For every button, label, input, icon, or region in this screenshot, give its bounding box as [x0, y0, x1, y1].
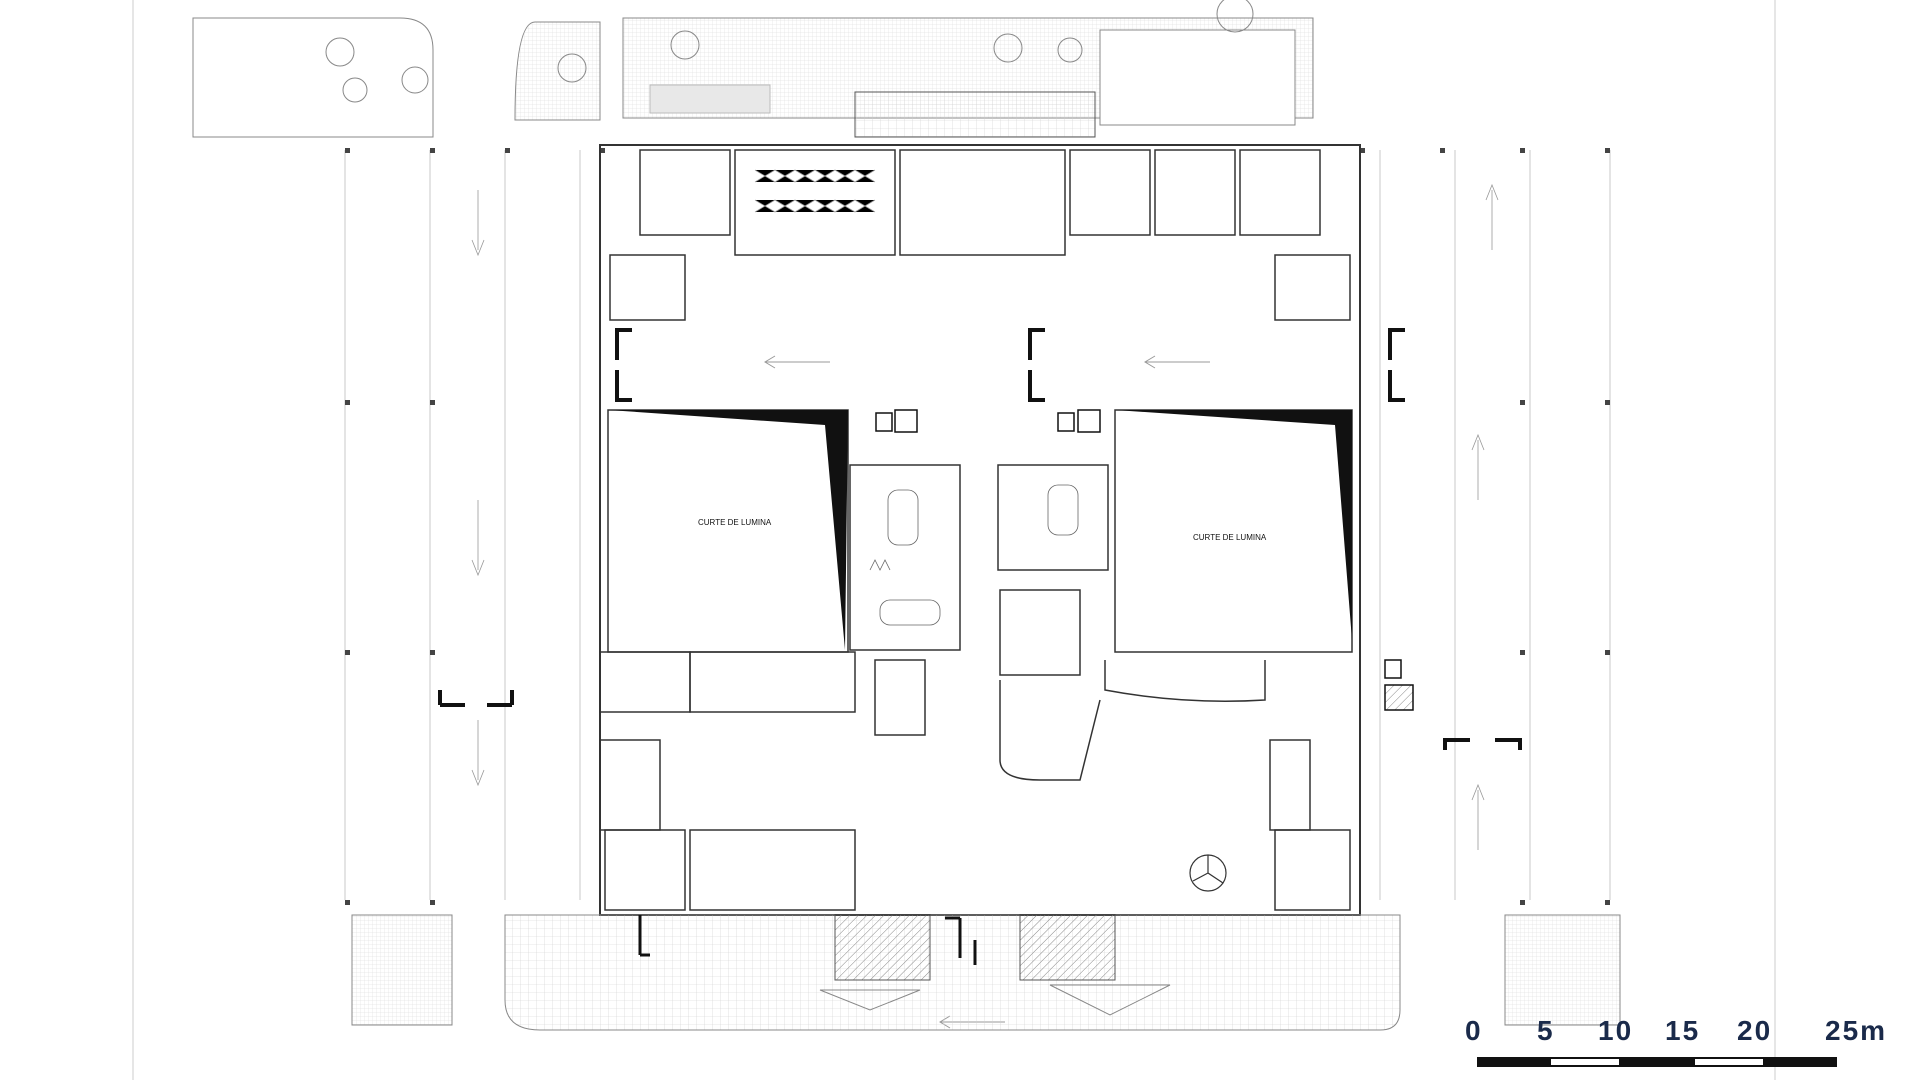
- scale-label-10: 10: [1598, 1015, 1634, 1046]
- parking-right: [1379, 150, 1611, 900]
- rotunda: [1189, 854, 1227, 892]
- scale-label-0: 0: [1465, 1015, 1483, 1046]
- structural-columns: [345, 148, 1610, 905]
- scale-label-20: 20: [1737, 1015, 1773, 1046]
- scale-label-25m: 25m: [1825, 1015, 1888, 1046]
- bottom-paving: [351, 914, 1621, 1031]
- top-landscape: [192, 0, 1314, 138]
- courtyard-right-label: CURTE DE LUMINA: [1193, 533, 1267, 542]
- parking-left: [344, 150, 581, 900]
- entry-brackets: [438, 328, 1522, 750]
- accessibility-icons: [875, 409, 1414, 711]
- scale-bar: 0 5 10 15 20 25m: [1465, 1015, 1905, 1067]
- x-bracing: [754, 169, 876, 213]
- light-court-left: [607, 409, 849, 653]
- courtyard-left-label: CURTE DE LUMINA: [698, 518, 772, 527]
- scale-segment-1: [1477, 1057, 1549, 1067]
- top-rooms: [609, 149, 1351, 321]
- central-rooms: [599, 464, 1351, 911]
- scale-segment-2: [1549, 1057, 1621, 1067]
- conference-furniture: [869, 484, 1079, 626]
- scale-label-15: 15: [1665, 1015, 1701, 1046]
- light-court-right: [1114, 409, 1353, 653]
- scale-label-5: 5: [1537, 1015, 1555, 1046]
- scale-segment-3: [1621, 1057, 1693, 1067]
- scale-segment-4: [1693, 1057, 1765, 1067]
- scale-segment-5: [1765, 1057, 1837, 1067]
